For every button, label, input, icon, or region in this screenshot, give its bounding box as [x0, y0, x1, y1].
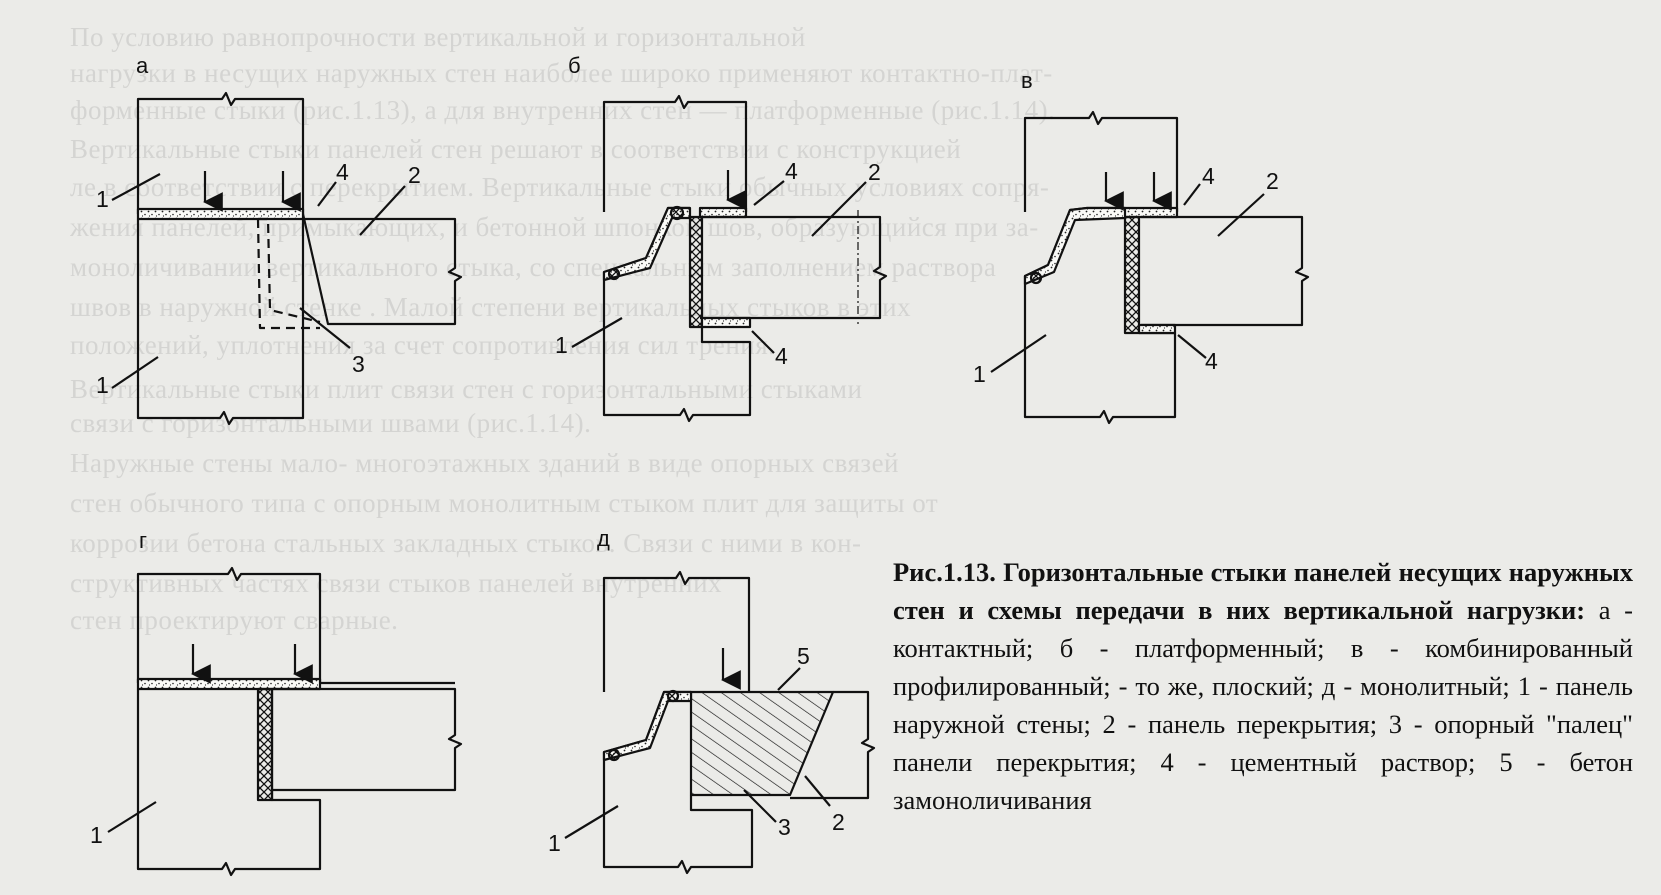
figure-e-seal-top: [666, 689, 680, 703]
figure-b-seal-bottom: [607, 267, 621, 281]
figure-a-label-1: 1: [96, 186, 109, 212]
figure-b-upper-wall: [602, 94, 748, 212]
figure-b-slab: [700, 215, 888, 320]
figure-c-leader-1: [990, 334, 1047, 373]
bleed-through-line: Наружные стены мало- многоэтажных зданий…: [70, 448, 900, 478]
figure-b-vertical-joint: [688, 215, 704, 329]
figure-a-mortar-bed: [136, 207, 305, 221]
figure-c-label-4b: 4: [1205, 348, 1218, 374]
bleed-through-line: положений, уплотнения за счет сопротивле…: [70, 330, 776, 360]
figure-e: д 5 1 3: [548, 526, 876, 875]
figure-e-upper-wall: [602, 570, 751, 692]
bleed-through-line: моноличивании вертикального стыка, со сп…: [70, 252, 997, 282]
figure-c-bottom-mortar: [1137, 323, 1177, 335]
figure-c-letter: в: [1021, 68, 1033, 93]
figure-d-slab: [272, 687, 463, 792]
figure-b-label-4b: 4: [775, 343, 788, 369]
figure-e-slab: [790, 690, 876, 800]
bleed-through-line: стен проектируют сварные.: [70, 605, 399, 635]
figure-e-leader-1: [564, 805, 619, 839]
figure-e-label-3: 3: [778, 814, 791, 840]
bleed-through-line: ле в соответствии с перекрытием. Вертика…: [70, 172, 1050, 202]
figure-a-leader-2: [359, 185, 406, 236]
figure-d-vertical-joint: [256, 687, 274, 802]
figure-a-letter: а: [136, 53, 149, 78]
figure-d-letter: г: [139, 528, 147, 553]
figure-c-lower-wall: [1023, 206, 1177, 425]
bleed-through-line: стен обычного типа с опорным монолитным …: [70, 488, 939, 518]
figure-e-monolith-concrete: [689, 690, 835, 797]
figure-e-leader-2: [804, 775, 831, 807]
figure-c: в 4: [973, 68, 1310, 425]
figure-d-lower-wall: [136, 689, 322, 877]
figure-e-leader-5: [777, 667, 801, 691]
figure-b: б: [555, 53, 888, 423]
figure-a-leader-4: [317, 181, 337, 207]
figure-c-label-2: 2: [1266, 168, 1279, 194]
figure-d-label-1: 1: [90, 822, 103, 848]
figure-c-seal: [1029, 271, 1043, 285]
figure-c-label-1: 1: [973, 361, 986, 387]
figure-a: а 1 4: [96, 53, 463, 426]
figure-c-leader-2: [1217, 193, 1265, 237]
figure-e-label-5: 5: [797, 643, 810, 669]
figure-c-vertical-joint: [1123, 215, 1141, 335]
caption-title: Рис.1.13. Горизонтальные стыки панелей н…: [893, 557, 1633, 625]
figure-b-seal-top: [669, 205, 685, 221]
figure-c-ledge-mortar: [1023, 206, 1127, 286]
figure-e-leader-3: [743, 789, 777, 823]
bleed-through-line: связи с горизонтальными швами (рис.1.14)…: [70, 408, 592, 438]
figure-b-letter: б: [568, 53, 581, 78]
figure-e-letter: д: [597, 526, 610, 551]
figure-a-label-2: 2: [408, 162, 421, 188]
figure-caption: Рис.1.13. Горизонтальные стыки панелей н…: [893, 553, 1633, 819]
figure-a-leader-1: [111, 173, 161, 201]
bleed-through-line: нагрузки в несущих наружных стен наиболе…: [70, 58, 1053, 88]
figure-b-bottom-mortar: [700, 316, 752, 329]
figure-d-leader-1: [107, 801, 157, 833]
figure-b-label-1: 1: [555, 332, 568, 358]
figure-a-upper-wall: [136, 91, 305, 214]
bleed-through-line: коррозии бетона стальных закладных стыко…: [70, 528, 862, 558]
figure-d-mortar-bed: [136, 677, 322, 691]
caption-body: а - контактный; б - платформенный; в - к…: [893, 595, 1633, 815]
figure-e-label-1: 1: [548, 830, 561, 856]
figure-a-slab: [301, 213, 463, 326]
figure-e-label-2: 2: [832, 809, 845, 835]
figure-d: г 1: [90, 528, 463, 877]
figure-c-leader-4: [1183, 183, 1201, 206]
figure-a-label-3: 3: [352, 351, 365, 377]
figure-a-leader-1b: [111, 356, 159, 389]
figure-d-upper-wall: [136, 566, 322, 683]
figure-b-lower-wall: [602, 206, 752, 423]
figure-a-leader-3: [299, 307, 351, 349]
figure-b-label-4: 4: [785, 158, 798, 184]
figure-a-label-1b: 1: [96, 372, 109, 398]
figure-c-leader-4b: [1177, 334, 1207, 359]
bleed-through-line: Вертикальные стыки плит связи стен с гор…: [70, 374, 863, 404]
figure-a-label-4: 4: [336, 159, 349, 185]
figure-b-label-2: 2: [868, 159, 881, 185]
figure-a-finger: [256, 217, 321, 330]
figure-b-leader-1: [571, 317, 623, 348]
figure-b-leader-4: [753, 180, 785, 206]
figure-b-leader-4b: [751, 330, 775, 354]
figure-b-leader-2: [811, 181, 867, 237]
figure-b-top-mortar: [698, 206, 748, 219]
bleed-through-line: Вертикальные стыки панелей стен решают в…: [70, 134, 962, 164]
figure-c-slab: [1141, 215, 1310, 327]
bleed-through-line: По условию равнопрочности вертикальной и…: [70, 22, 806, 52]
figure-a-lower-wall: [136, 219, 305, 426]
figure-c-upper-wall: [1023, 110, 1179, 212]
figure-c-label-4: 4: [1202, 163, 1215, 189]
figure-e-seal-bottom: [607, 748, 621, 762]
